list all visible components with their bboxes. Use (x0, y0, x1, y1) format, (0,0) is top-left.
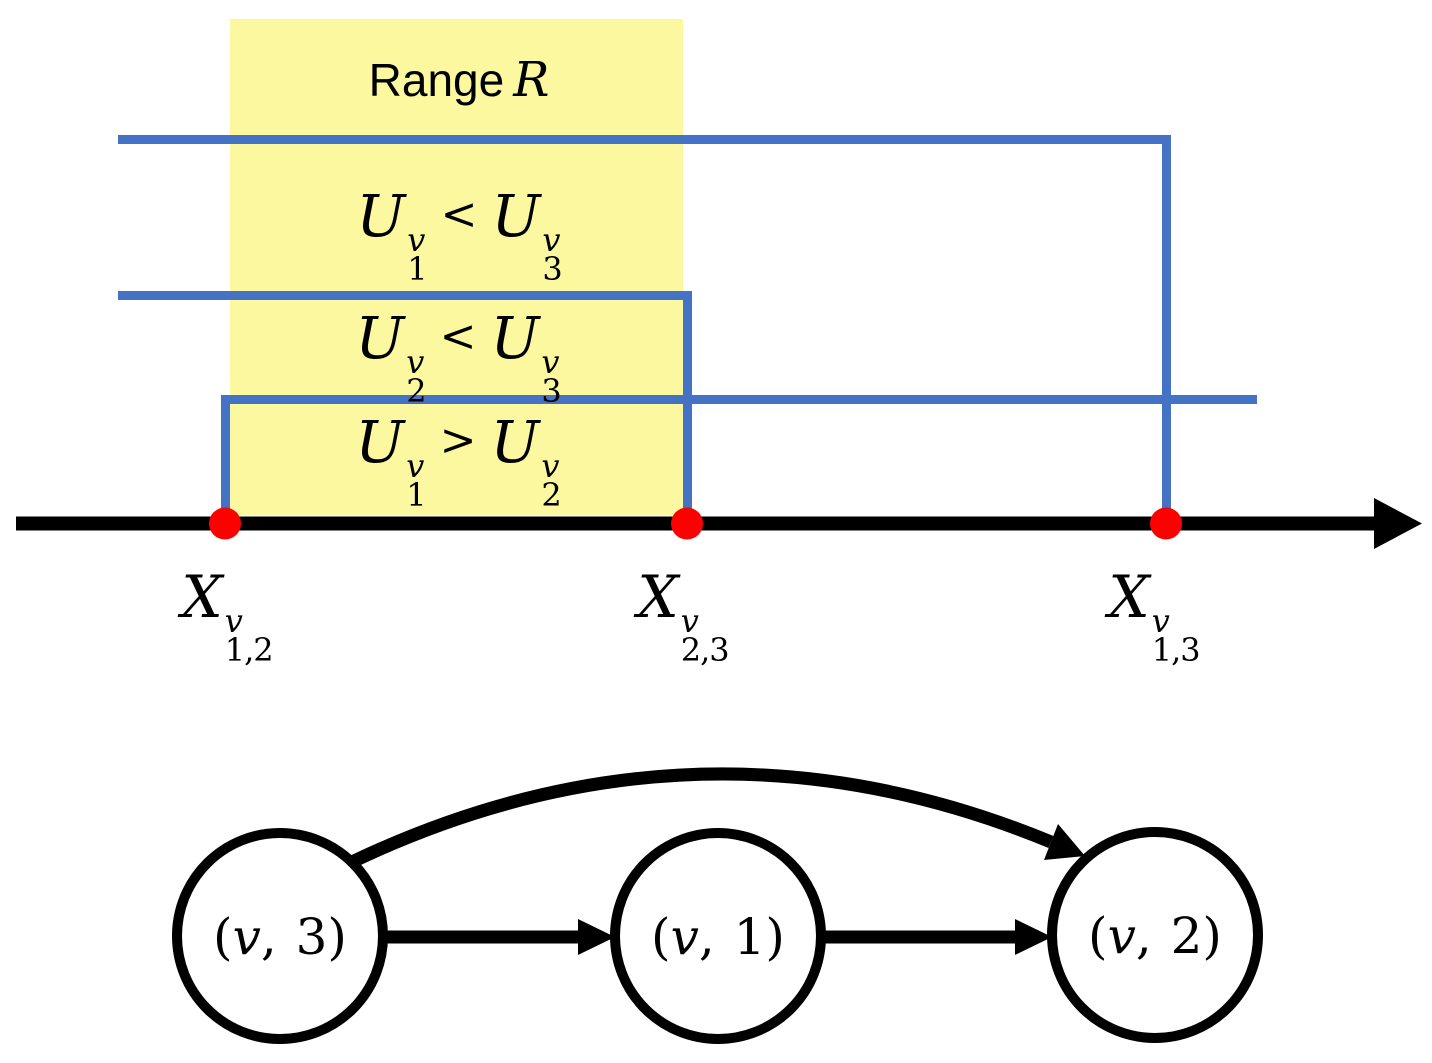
axis-point-dot-x23 (671, 507, 703, 540)
node-label-v2: (v, 2) (1088, 911, 1222, 961)
math-sup: v (406, 447, 425, 486)
math-sup: v (541, 447, 560, 486)
math-sub: 3 (541, 372, 561, 411)
math-sub: 2 (406, 372, 426, 411)
paren-close: ) (765, 908, 785, 966)
math-sub: 1,3 (1151, 631, 1201, 670)
math-sup: v (541, 343, 560, 382)
math-base: X (181, 563, 223, 632)
math-sup: v (542, 221, 561, 260)
math-base: U (355, 408, 405, 477)
math-sup: v (1151, 602, 1170, 641)
edge-v3-v2-arrowhead (1044, 824, 1085, 860)
math-base: U (490, 304, 540, 373)
math-sub: 1 (407, 250, 427, 289)
range-word: Range (368, 54, 505, 106)
math-sup: v (224, 602, 243, 641)
node-variable: v (670, 908, 699, 966)
node-variable: v (1107, 907, 1136, 965)
math-base: U (491, 182, 541, 251)
axis-point-dot-x13 (1150, 507, 1182, 540)
paren-open: ( (213, 908, 233, 966)
math-sub: 3 (542, 250, 562, 289)
edge-v1-v2-arrowhead (1015, 919, 1052, 955)
graph-node-circle-v1 (610, 828, 826, 1044)
range-highlight-rect (230, 19, 683, 515)
math-sub: 2 (541, 476, 561, 515)
edge-v3-v1-arrowhead (578, 919, 615, 955)
paren-close: ) (327, 908, 347, 966)
node-label-v3: (v, 3) (213, 912, 347, 962)
relation-sign: < (439, 311, 477, 363)
range-symbol: R (513, 52, 550, 108)
relation-sign: > (439, 415, 477, 467)
paren-open: ( (1088, 907, 1108, 965)
node-label-v1: (v, 1) (651, 912, 785, 962)
node-separator: , (698, 908, 731, 966)
node-separator: , (1135, 907, 1168, 965)
math-sub: 2,3 (680, 631, 730, 670)
node-index: 3 (295, 908, 328, 966)
interval-bracket-u1-u2 (221, 395, 1257, 515)
math-base: X (637, 563, 679, 632)
number-line-arrowhead (1374, 498, 1422, 549)
graph-node-circle-v3 (172, 828, 388, 1044)
graph-node-circle-v2 (1047, 827, 1263, 1043)
node-index: 2 (1170, 907, 1203, 965)
relation-sign: < (440, 189, 478, 241)
interval-bracket-u2-u3 (118, 291, 692, 515)
interval-bracket-u1-u3 (118, 135, 1171, 515)
paren-open: ( (651, 908, 671, 966)
math-base: U (355, 304, 405, 373)
math-sub: 1 (406, 476, 426, 515)
node-variable: v (232, 908, 261, 966)
axis-point-dot-x12 (209, 507, 241, 540)
edge-v3-v2-curve (351, 767, 1054, 867)
math-base: X (1108, 563, 1150, 632)
math-sub: 1,2 (224, 631, 274, 670)
math-sup: v (407, 221, 426, 260)
node-index: 1 (733, 908, 766, 966)
math-base: U (356, 182, 406, 251)
math-sup: v (680, 602, 699, 641)
paren-close: ) (1202, 907, 1222, 965)
math-sup: v (406, 343, 425, 382)
math-base: U (490, 408, 540, 477)
node-separator: , (260, 908, 293, 966)
